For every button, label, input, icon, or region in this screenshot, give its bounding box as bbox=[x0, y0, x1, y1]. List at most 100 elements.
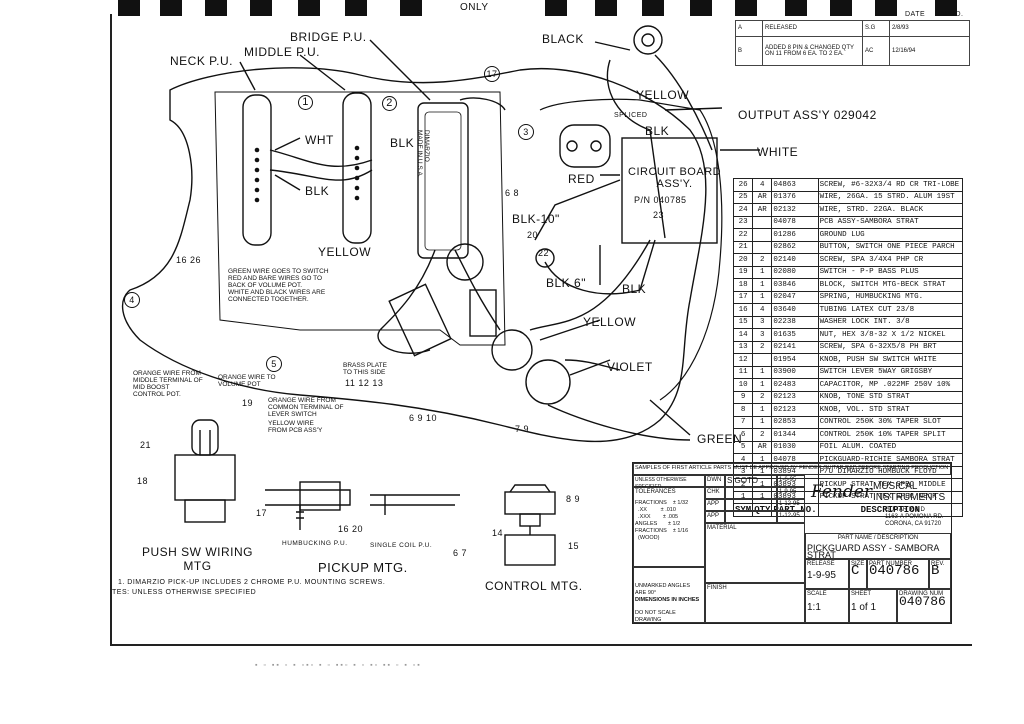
drawing-num-label: DRAWING NUM bbox=[899, 591, 944, 597]
callout-20: 20 bbox=[527, 230, 539, 240]
label-green: GREEN bbox=[697, 432, 743, 446]
bom-description: SWITCH LEVER 5WAY GRIGSBY bbox=[817, 365, 964, 379]
company-address: GUITAR R & D 1163-A POMONA RD. CORONA, C… bbox=[885, 507, 944, 527]
revision-block: A RELEASED S.G 2/8/93 B ADDED 8 PIN & CH… bbox=[735, 20, 970, 67]
callout-6-9-10: 6 9 10 bbox=[409, 413, 438, 423]
pickguard-outline bbox=[121, 67, 707, 443]
date-3: 1-12-95 bbox=[777, 499, 805, 511]
bom-part-number: 03640 bbox=[771, 303, 819, 317]
size-cell: SIZE C bbox=[849, 559, 867, 589]
bom-sym: 17 bbox=[732, 290, 754, 304]
dims-in-inches: DIMENSIONS IN INCHES bbox=[635, 597, 700, 603]
sheet-label: SHEET bbox=[851, 591, 872, 597]
bom-part-number: 03900 bbox=[771, 365, 819, 379]
bom-description: SCREW, SPA 6-32X5/8 PH BRT bbox=[817, 340, 964, 354]
binder-hole bbox=[875, 0, 897, 16]
bom-qty: 2 bbox=[752, 428, 773, 442]
app-sign-2 bbox=[725, 511, 777, 523]
bom-description: NUT, HEX 3/8-32 X 1/2 NICKEL bbox=[817, 328, 964, 342]
app-sign-1 bbox=[725, 499, 777, 511]
callout-17-b: 17 bbox=[256, 508, 268, 518]
part-number-label: PART NUMBER bbox=[869, 561, 913, 567]
bom-part-number: 02132 bbox=[771, 203, 819, 217]
note-orange-volume: ORANGE WIRE TO VOLUME POT bbox=[218, 374, 276, 388]
tone-pot-2 bbox=[525, 359, 571, 405]
label-humbucking: HUMBUCKING P.U. bbox=[282, 540, 348, 547]
bom-qty: 3 bbox=[752, 315, 773, 329]
label-blk-top: BLK bbox=[645, 124, 670, 138]
fender-logo: Fender bbox=[811, 482, 872, 502]
callout-11-12-13: 11 12 13 bbox=[345, 378, 384, 388]
release-date: 1-9-95 bbox=[807, 570, 836, 581]
bom-sym: 13 bbox=[732, 340, 754, 354]
callout-16-20: 16 20 bbox=[338, 524, 364, 534]
label-single-coil: SINGLE COIL P.U. bbox=[370, 542, 433, 549]
date-1: 1-6-95 bbox=[777, 475, 805, 487]
part-number: 040786 bbox=[869, 563, 920, 579]
tolerances-values: FRACTIONS ± 1/32 .XX ± .010 .XXX ± .005 … bbox=[635, 500, 689, 541]
binder-hole bbox=[345, 0, 367, 16]
binder-hole bbox=[595, 0, 617, 16]
lever-switch bbox=[388, 283, 452, 357]
label-black: BLACK bbox=[542, 32, 584, 46]
bom-sym: 26 bbox=[732, 178, 754, 192]
callout-14: 14 bbox=[492, 528, 504, 538]
bom-description: WIRE, 26GA. 15 STRD. ALUM 19ST bbox=[817, 190, 964, 204]
label-violet: VIOLET bbox=[607, 360, 653, 374]
size-value: C bbox=[851, 563, 860, 579]
bom-part-number: 04863 bbox=[771, 178, 819, 192]
bom-sym: 16 bbox=[732, 303, 754, 317]
part-number-cell: PART NUMBER 040786 bbox=[867, 559, 929, 589]
material-cell: MATERIAL bbox=[705, 523, 805, 583]
label-yellow-lower: YELLOW bbox=[583, 315, 637, 329]
callout-22: 22 bbox=[538, 248, 550, 258]
company-line1: MUSICAL bbox=[873, 481, 918, 492]
unmarked-angles: UNMARKED ANGLES ARE 90° bbox=[635, 583, 691, 596]
binder-hole bbox=[118, 0, 140, 16]
bom-part-number: 02080 bbox=[771, 265, 819, 279]
unmarked-cell: UNMARKED ANGLES ARE 90° DIMENSIONS IN IN… bbox=[633, 567, 705, 623]
bom-sym: 7 bbox=[732, 415, 754, 429]
bom-qty: 2 bbox=[752, 390, 773, 404]
company-cell: Fender MUSICAL INSTRUMENTS GUITAR R & D … bbox=[805, 475, 951, 533]
drawing-border bbox=[110, 14, 972, 646]
rev-value: B bbox=[931, 563, 940, 579]
drawing-number: 040786 bbox=[899, 594, 946, 609]
bom-part-number: 02123 bbox=[771, 390, 819, 404]
callout-21-a: 21 bbox=[140, 440, 152, 450]
part-name: PICKGUARD ASSY - SAMBORA STRAT bbox=[807, 543, 939, 560]
bom-description: CAPACITOR, MP .022MF 250V 10% bbox=[817, 378, 964, 392]
note-orange-common: ORANGE WIRE FROM COMMON TERMINAL OF LEVE… bbox=[268, 397, 344, 418]
binder-hole bbox=[400, 0, 422, 16]
middle-pickup bbox=[342, 92, 372, 244]
bom-sym: 8 bbox=[732, 403, 754, 417]
no-scale: DO NOT SCALE DRAWING bbox=[635, 610, 676, 623]
bom-part-number: 02853 bbox=[771, 415, 819, 429]
bom-qty: 3 bbox=[752, 328, 773, 342]
app-label-2: APP bbox=[705, 511, 725, 523]
callout-7-9: 7 9 bbox=[515, 424, 530, 434]
bom-part-number: 01635 bbox=[771, 328, 819, 342]
label-neck-pu: NECK P.U. bbox=[170, 54, 233, 68]
bom-description: CONTROL 250K 30% TAPER SLOT bbox=[817, 415, 964, 429]
bom-part-number: 02483 bbox=[771, 378, 819, 392]
bom-sym: 21 bbox=[732, 240, 754, 254]
company-line2: INSTRUMENTS bbox=[873, 492, 946, 503]
part-name-cell: PART NAME / DESCRIPTION PICKGUARD ASSY -… bbox=[805, 533, 951, 560]
bom-description: FOIL ALUM. COATED bbox=[817, 440, 964, 454]
bom-description: KNOB, TONE STD STRAT bbox=[817, 390, 964, 404]
bom-part-number: 01030 bbox=[771, 440, 819, 454]
binder-hole bbox=[205, 0, 227, 16]
tolerances-cell: TOLERANCES FRACTIONS ± 1/32 .XX ± .010 .… bbox=[633, 487, 705, 567]
bom-sym: 19 bbox=[732, 265, 754, 279]
footnote-1: 1. DIMARZIO PICK-UP INCLUDES 2 CHROME P.… bbox=[118, 579, 386, 586]
bom-sym: 23 bbox=[732, 215, 754, 229]
